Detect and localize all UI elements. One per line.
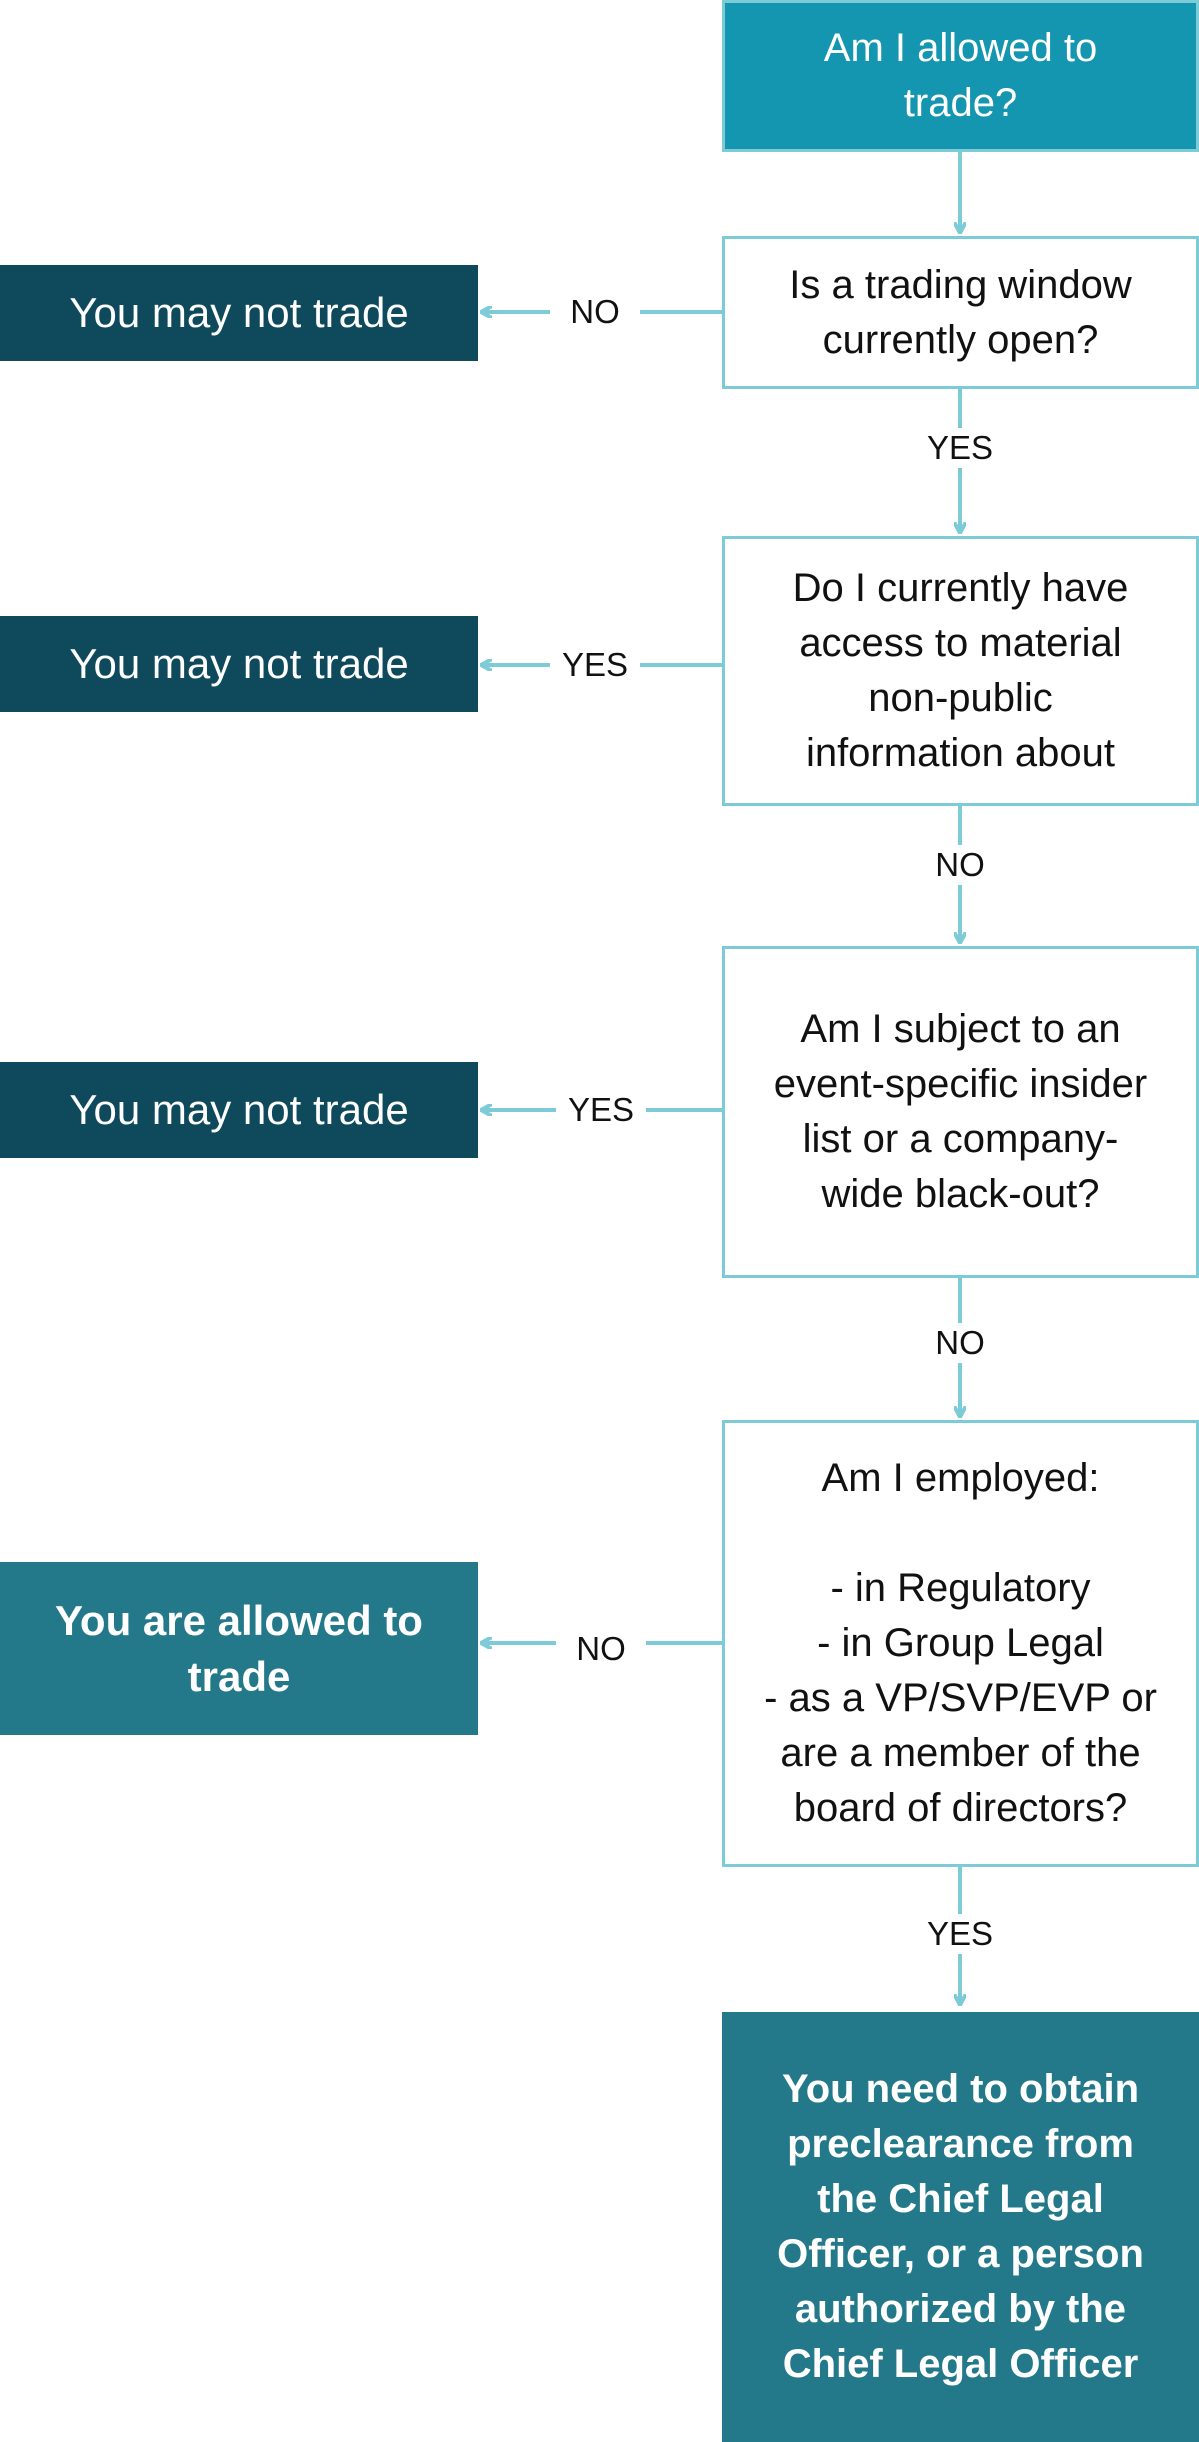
label-q4-no: NO (556, 1629, 646, 1669)
outcome-may-not-trade-1: You may not trade (0, 265, 478, 361)
label-q3-yes: YES (556, 1090, 646, 1130)
question-trading-window: Is a trading window currently open? (722, 236, 1199, 389)
label-q1-no: NO (550, 292, 640, 332)
outcome-may-not-trade-3: You may not trade (0, 1062, 478, 1158)
label-q4-yes: YES (915, 1914, 1005, 1954)
question-insider-list: Am I subject to an event-specific inside… (722, 946, 1199, 1278)
label-q2-no: NO (915, 845, 1005, 885)
outcome-preclearance-required: You need to obtain preclearance from the… (722, 2012, 1199, 2442)
outcome-allowed-to-trade: You are allowed to trade (0, 1562, 478, 1735)
start-node: Am I allowed to trade? (722, 0, 1199, 152)
label-q2-yes: YES (550, 645, 640, 685)
question-employment-role: Am I employed: - in Regulatory - in Grou… (722, 1420, 1199, 1867)
outcome-may-not-trade-2: You may not trade (0, 616, 478, 712)
label-q3-no: NO (915, 1323, 1005, 1363)
question-material-nonpublic-info: Do I currently have access to material n… (722, 536, 1199, 806)
label-q1-yes: YES (915, 428, 1005, 468)
